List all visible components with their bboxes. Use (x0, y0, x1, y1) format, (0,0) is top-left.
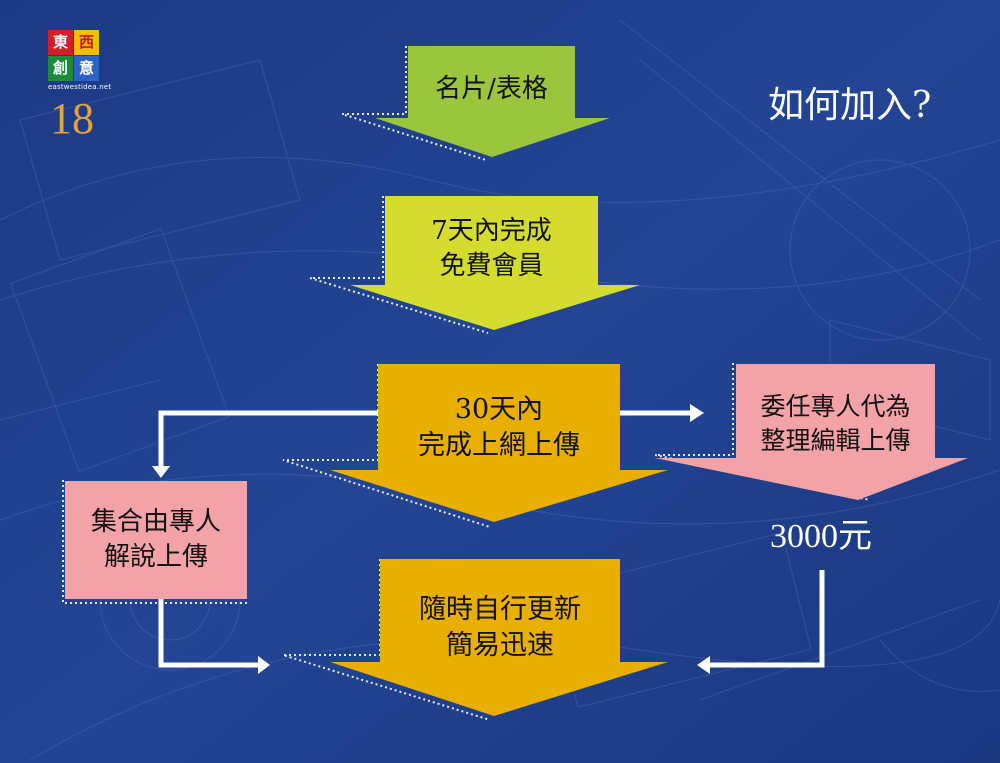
page-number: 18 (50, 94, 94, 143)
arrowhead-left-bottom (258, 656, 270, 674)
left-box-line2: 解說上傳 (103, 542, 208, 573)
step1-arrow (375, 46, 610, 157)
step3-arrow (330, 364, 668, 522)
right-pink-arrow (655, 364, 968, 500)
price-label: 3000元 (770, 518, 872, 555)
step4-line1: 隨時自行更新 (419, 594, 581, 625)
logo-tile-3: 創 (48, 56, 73, 81)
step2-line1: 7天內完成 (431, 216, 552, 246)
connector-left-bottom (158, 599, 258, 668)
page-title: 如何加入? (768, 85, 932, 126)
left-box-text: 集合由專人 解說上傳 (65, 505, 247, 575)
step3-text: 30天內 完成上網上傳 (378, 392, 620, 465)
right-box-line1: 委任專人代為 (760, 392, 911, 421)
step1-label: 名片/表格 (435, 74, 548, 104)
step2-line2: 免費會員 (439, 251, 544, 282)
step2-arrow (350, 196, 640, 330)
left-box-line1: 集合由專人 (90, 507, 221, 537)
right-box-text: 委任專人代為 整理編輯上傳 (736, 390, 935, 458)
logo-tile-2: 西 (74, 30, 99, 55)
step3-line2: 完成上網上傳 (418, 430, 580, 462)
connector-left-down (158, 410, 378, 466)
logo-tile-1: 東 (48, 30, 73, 55)
step3-line1: 30天內 (454, 394, 544, 425)
connector-right-bottom (710, 570, 825, 668)
left-pink-box (65, 481, 247, 599)
arrowhead-right (690, 404, 704, 422)
right-box-line2: 整理編輯上傳 (760, 425, 911, 455)
arrowhead-right-bottom (697, 656, 710, 674)
step4-line2: 簡易迅速 (446, 630, 554, 662)
logo-tile-4: 意 (74, 56, 99, 81)
step4-arrow (330, 559, 668, 716)
arrowhead-left-down (152, 466, 170, 478)
step2-text: 7天內完成 免費會員 (385, 214, 598, 284)
step4-text: 隨時自行更新 簡易迅速 (380, 592, 620, 665)
logo-site-text: eastwestidea.net (48, 83, 112, 91)
